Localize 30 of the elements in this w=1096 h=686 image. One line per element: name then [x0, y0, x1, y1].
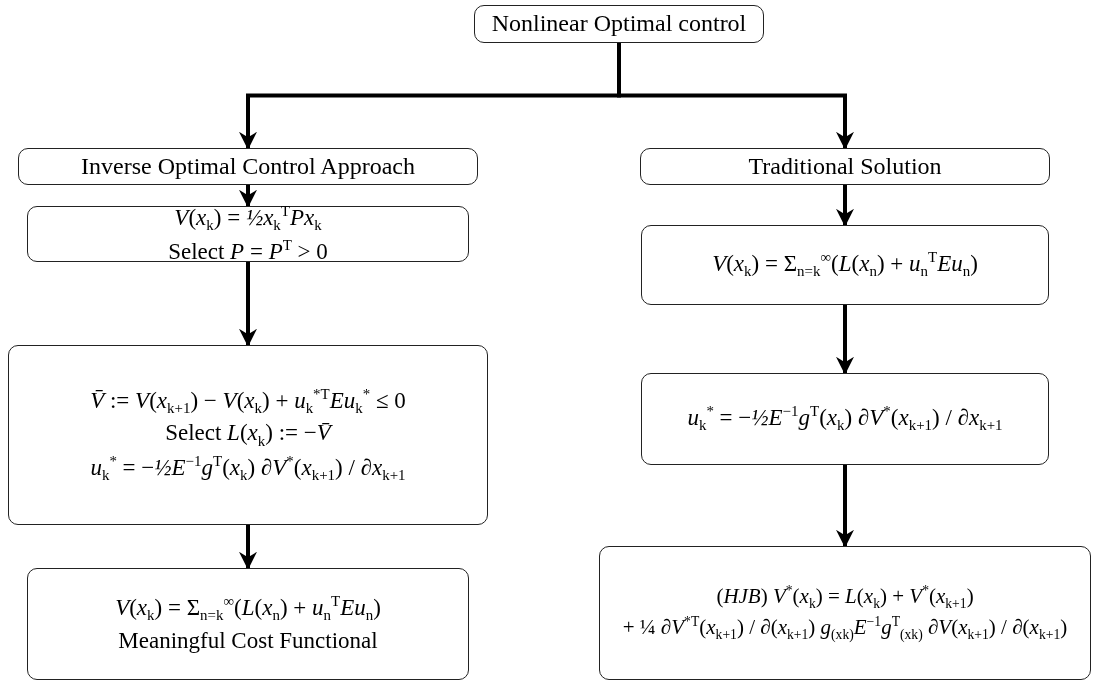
- formula-text: V(x$_{k}$) = Σ$_{n=k}$$^{∞}$(L(x$_{n}$) + u$_{n}$$^{T}$Eu$_{n}$): [712, 248, 978, 282]
- formula-text: + ¼ ∂V$^{*T}$(x$_{k+1}$) / ∂(x$_{k+1}$) g$_{(xk)}$E$^{−1}$g$^{T}$$_{(xk)}$ ∂V(x$_{k+1}$) / ∂(x$_{k+1}$): [622, 613, 1068, 644]
- arrow: [836, 185, 854, 227]
- formula-text: V(x$_{k}$) = Σ$_{n=k}$$^{∞}$(L(x$_{n}$) + u$_{n}$$^{T}$Eu$_{n}$): [115, 592, 381, 626]
- arrow: [239, 525, 257, 570]
- process-box: [641, 373, 1049, 465]
- arrow: [239, 185, 257, 208]
- formula-text: Select P = P$^{T}$ > 0: [168, 235, 328, 266]
- formula-text: Meaningful Cost Functional: [118, 626, 378, 655]
- process-box: [599, 546, 1091, 680]
- formula-text: Nonlinear Optimal control: [491, 9, 747, 39]
- process-box: [474, 5, 764, 43]
- formula-text: u$_{k}$$^{*}$ = −½E$^{−1}$g$^{T}$(x$_{k}$) ∂V$^{*}$(x$_{k+1}$) / ∂x$_{k+1}$: [687, 402, 1003, 436]
- arrow: [836, 465, 854, 548]
- arrow: [836, 305, 854, 375]
- process-box: [641, 225, 1049, 305]
- formula-text: u$_{k}$$^{*}$ = −½E$^{−1}$g$^{T}$(x$_{k}$) ∂V$^{*}$(x$_{k+1}$) / ∂x$_{k+1}$: [90, 451, 406, 485]
- formula-text: Traditional Solution: [748, 151, 942, 181]
- formula-text: (HJB) V$^{*}$(x$_{k}$) = L(x$_{k}$) + V$^{*}$(x$_{k+1}$): [716, 582, 974, 613]
- process-box: [8, 345, 488, 525]
- formula-text: V̄ := V(x$_{k+1}$) − V(x$_{k}$) + u$_{k}$$^{*T}$Eu$_{k}$$^{*}$ ≤ 0: [90, 384, 406, 419]
- process-box: [27, 568, 469, 680]
- process-box: [18, 148, 478, 185]
- formula-text: V(x$_{k}$) = ½x$_{k}$$^{T}$Px$_{k}$: [174, 201, 322, 236]
- process-box: [27, 206, 469, 262]
- arrow: [617, 43, 854, 150]
- process-box: [640, 148, 1050, 185]
- formula-text: Select L(x$_{k}$) := −V̄: [165, 419, 331, 452]
- arrow: [239, 262, 257, 347]
- formula-text: Inverse Optimal Control Approach: [81, 151, 415, 181]
